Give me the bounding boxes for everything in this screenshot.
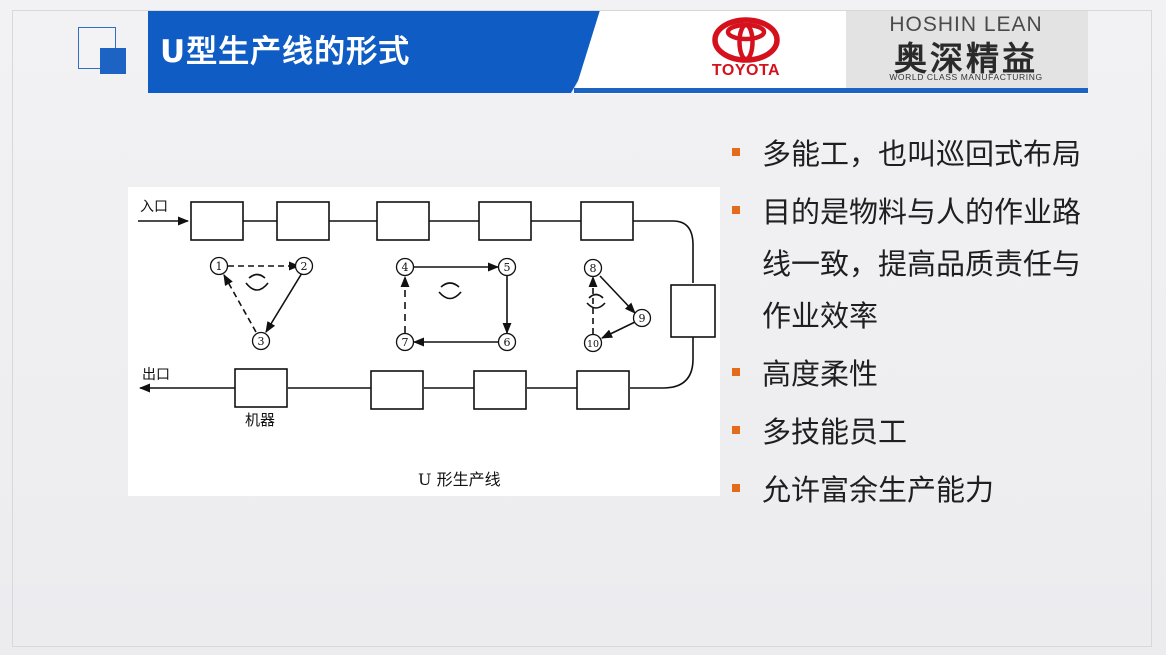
node-4-label: 4 — [402, 261, 409, 274]
node-6-label: 6 — [504, 336, 511, 349]
node-10-label: 10 — [587, 339, 599, 350]
node-3 — [251, 331, 271, 351]
machine-label: 机器 — [245, 411, 275, 429]
bullet-item: 允许富余生产能力 — [730, 464, 1090, 516]
bullet-marker-icon — [732, 148, 740, 156]
logo-underline — [574, 88, 1088, 93]
slide-title: U型生产线的形式 — [160, 34, 411, 70]
entrance-label: 入口 — [140, 199, 168, 215]
node-7 — [395, 332, 415, 352]
exit-label: 出口 — [142, 367, 170, 383]
toyota-wordmark: TOYOTA — [711, 62, 781, 79]
workstation-box — [376, 201, 430, 241]
bullet-marker-icon — [732, 368, 740, 376]
node-8-label: 8 — [590, 262, 597, 275]
node-6 — [497, 332, 517, 352]
hoshin-lean-name: HOSHIN LEAN — [889, 13, 1043, 36]
node-2 — [294, 256, 314, 276]
bullet-text: 多技能员工 — [762, 415, 908, 449]
node-9 — [632, 308, 652, 328]
node-7-label: 7 — [402, 336, 409, 349]
workstation-box — [580, 201, 634, 241]
node-1-label: 1 — [216, 260, 223, 273]
bullet-text: 高度柔性 — [762, 357, 879, 391]
node-9-label: 9 — [639, 312, 646, 325]
node-1 — [209, 256, 229, 276]
bullet-marker-icon — [732, 206, 740, 214]
bullet-item: 目的是物料与人的作业路线一致，提高品质责任与作业效率 — [730, 186, 1090, 342]
bullet-text: 目的是物料与人的作业路线一致，提高品质责任与作业效率 — [762, 195, 1082, 333]
bullet-text: 允许富余生产能力 — [762, 473, 995, 507]
workstation-box — [473, 370, 527, 410]
hoshin-lean-chinese-name: 奥深精益 — [894, 39, 1038, 78]
bullet-marker-icon — [732, 484, 740, 492]
bullet-marker-icon — [732, 426, 740, 434]
workstation-box — [190, 201, 244, 241]
bullet-item: 多能工，也叫巡回式布局 — [730, 128, 1090, 180]
diagram-caption: U 形生产线 — [418, 470, 501, 489]
node-2-label: 2 — [301, 260, 308, 273]
node-10 — [583, 333, 603, 353]
workstation-box — [370, 370, 424, 410]
hoshin-lean-tagline: WORLD CLASS MANUFACTURING — [889, 72, 1043, 82]
bullet-text: 多能工，也叫巡回式布局 — [762, 137, 1082, 171]
u-line-diagram-svg: 1 2 3 4 5 6 7 8 9 10 入口 出口 机器 U 形生产线 — [138, 199, 716, 489]
u-line-diagram: 1 2 3 4 5 6 7 8 9 10 入口 出口 机器 U 形生产线 — [128, 187, 720, 496]
node-3-label: 3 — [258, 335, 265, 348]
machine-box — [234, 368, 288, 408]
node-5 — [497, 257, 517, 277]
workstation-box — [478, 201, 532, 241]
workstation-box — [276, 201, 330, 241]
workstation-box — [670, 284, 716, 338]
bullet-item: 多技能员工 — [730, 406, 1090, 458]
toyota-emblem-icon — [712, 17, 780, 63]
workstation-box — [576, 370, 630, 410]
title-decoration-square — [100, 48, 126, 74]
node-5-label: 5 — [504, 261, 511, 274]
title-band — [148, 11, 618, 93]
node-8 — [583, 258, 603, 278]
bullet-item: 高度柔性 — [730, 348, 1090, 400]
bullet-list: 多能工，也叫巡回式布局 目的是物料与人的作业路线一致，提高品质责任与作业效率 高… — [730, 128, 1090, 522]
node-4 — [395, 257, 415, 277]
hoshin-lean-panel — [846, 11, 1088, 88]
